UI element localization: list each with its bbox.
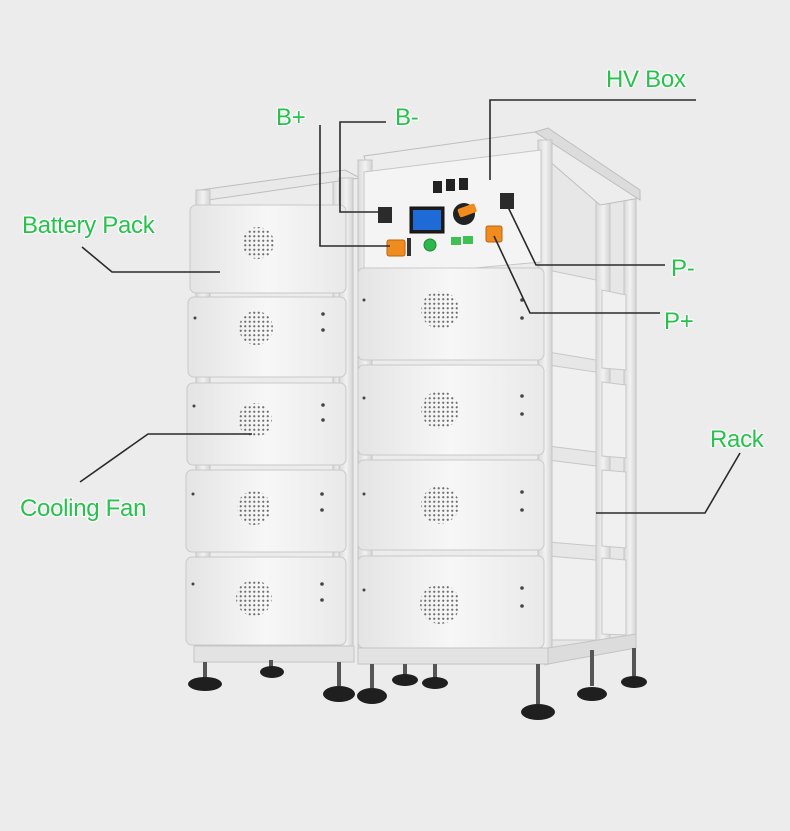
cooling-fan-icon xyxy=(239,311,273,345)
cooling-fan-icon xyxy=(236,580,272,616)
leveling-foot-icon xyxy=(621,648,647,688)
leveling-foot-icon xyxy=(323,662,355,702)
breaker-switch xyxy=(459,178,468,190)
leveling-foot-icon xyxy=(188,662,222,691)
cooling-fan-icon xyxy=(237,491,271,525)
leveling-foot-icon xyxy=(521,664,555,720)
cooling-fan-icon xyxy=(242,227,274,259)
hv-box-label: HV Box xyxy=(606,66,686,93)
rack-label: Rack xyxy=(710,426,764,453)
right-rack xyxy=(357,127,647,720)
b-minus-label: B- xyxy=(395,104,419,131)
b-plus-terminal xyxy=(386,239,406,257)
battery-pack-label: Battery Pack xyxy=(22,212,155,239)
b-minus-terminal xyxy=(378,207,392,223)
cooling-fan-label: Cooling Fan xyxy=(20,495,147,522)
leveling-foot-icon xyxy=(392,664,418,686)
left-rack xyxy=(185,169,362,702)
p-plus-terminal xyxy=(485,225,503,243)
leveling-foot-icon xyxy=(577,650,607,701)
leveling-foot-icon xyxy=(357,664,387,704)
b-minus-leader xyxy=(339,121,386,213)
power-button xyxy=(423,238,437,252)
p-plus-label: P+ xyxy=(664,308,694,335)
cooling-fan-icon xyxy=(421,486,459,524)
leveling-foot-icon xyxy=(422,664,448,689)
breaker-switch xyxy=(433,181,442,193)
cooling-fan-icon xyxy=(420,584,460,624)
p-minus-label: P- xyxy=(671,255,695,282)
b-plus-leader xyxy=(319,125,390,247)
battery-pack-leader xyxy=(81,246,220,273)
p-plus-leader xyxy=(493,235,660,314)
hv-box-leader xyxy=(489,99,696,180)
p-minus-terminal xyxy=(500,193,514,209)
cooling-fan-icon xyxy=(421,291,459,329)
leveling-foot-icon xyxy=(260,660,284,678)
p-minus-leader xyxy=(507,206,665,266)
b-plus-label: B+ xyxy=(276,104,306,131)
breaker-switch xyxy=(446,179,455,191)
cooling-fan-icon xyxy=(421,391,459,429)
rack-leader xyxy=(596,452,741,514)
hv-box xyxy=(363,149,542,279)
cooling-fan-leader xyxy=(79,433,252,483)
cooling-fan-icon xyxy=(238,403,272,437)
leader-lines xyxy=(79,99,741,514)
